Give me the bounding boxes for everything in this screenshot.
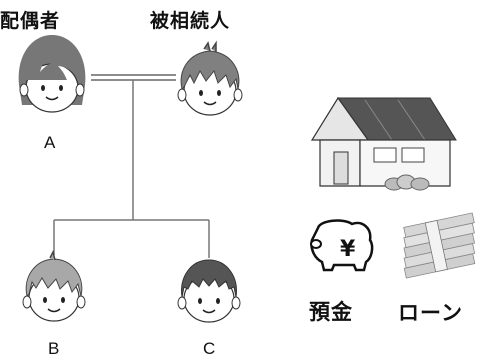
family-tree-lines xyxy=(53,80,210,258)
child-c-id-label: C xyxy=(203,339,216,358)
marriage-line xyxy=(91,74,176,81)
child-b-figure xyxy=(22,249,86,322)
spouse-figure xyxy=(18,35,86,113)
savings-label: 預金 xyxy=(309,300,353,324)
money-stack-icon xyxy=(403,212,476,279)
yen-symbol: ¥ xyxy=(340,237,356,262)
deceased-role-label: 被相続人 xyxy=(150,10,231,32)
child-c-figure xyxy=(177,259,241,323)
spouse-id-label: A xyxy=(44,133,56,152)
loan-label: ローン xyxy=(398,301,463,325)
house-icon xyxy=(310,96,457,191)
deceased-figure xyxy=(177,40,243,116)
spouse-role-label: 配偶者 xyxy=(0,10,61,32)
piggy-bank-icon: ¥ xyxy=(310,219,374,272)
child-b-id-label: B xyxy=(48,339,60,358)
